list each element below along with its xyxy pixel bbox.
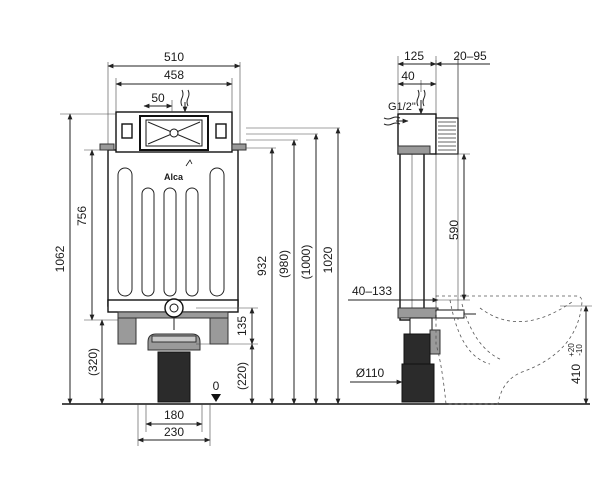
dim-590-label: 590 xyxy=(447,220,461,240)
foot-left xyxy=(117,317,137,345)
dim-50-label: 50 xyxy=(151,91,165,105)
dim-135-label: 135 xyxy=(235,316,249,336)
brand-logo: Alca xyxy=(164,172,184,182)
side-inlet-arrow-icon xyxy=(416,89,426,107)
dim-932-label: 932 xyxy=(255,256,269,276)
toilet-bowl-outline xyxy=(435,295,583,405)
side-view: G1/2" 125 20–95 40 590 xyxy=(348,49,592,405)
mount-ear-left xyxy=(99,143,115,151)
mount-ear-right xyxy=(231,143,247,151)
dim-980-label: (980) xyxy=(277,250,291,278)
dim-1000-label: (1000) xyxy=(299,245,313,280)
frame-ribs xyxy=(117,167,225,297)
dim-wall-range-label: 20–95 xyxy=(453,49,487,63)
dim-pipe-diameter-label: Ø110 xyxy=(356,366,385,380)
front-view: Alca 510 458 xyxy=(53,50,341,446)
dim-220-label: (220) xyxy=(235,362,249,390)
dim-320-label: (320) xyxy=(86,348,100,376)
dim-1062-label: 1062 xyxy=(53,245,67,272)
dim-0-label: 0 xyxy=(213,379,220,393)
floor-marker-icon xyxy=(211,394,221,402)
inlet-arrow-icon xyxy=(180,89,190,107)
dim-756-label: 756 xyxy=(75,206,89,226)
side-drain-elbow xyxy=(403,333,431,365)
foot-right xyxy=(209,317,229,345)
dim-180-label: 180 xyxy=(164,408,184,422)
dim-125-label: 125 xyxy=(404,49,424,63)
dim-bowl-tol-minus: -10 xyxy=(575,344,584,356)
dim-1020-label: 1020 xyxy=(321,246,335,273)
dim-458-label: 458 xyxy=(164,68,184,82)
dim-bowl-tol-plus: +20 xyxy=(567,343,576,357)
drain-pipe xyxy=(157,351,191,403)
side-drain-pipe xyxy=(401,363,435,403)
dim-230-label: 230 xyxy=(164,425,184,439)
dim-offset-label: 40–133 xyxy=(352,284,392,298)
dim-thread-label: G1/2" xyxy=(388,101,416,113)
dim-bowl-height-label: 410 xyxy=(569,364,583,384)
dim-510-label: 510 xyxy=(164,50,184,64)
dim-40-label: 40 xyxy=(401,69,415,83)
